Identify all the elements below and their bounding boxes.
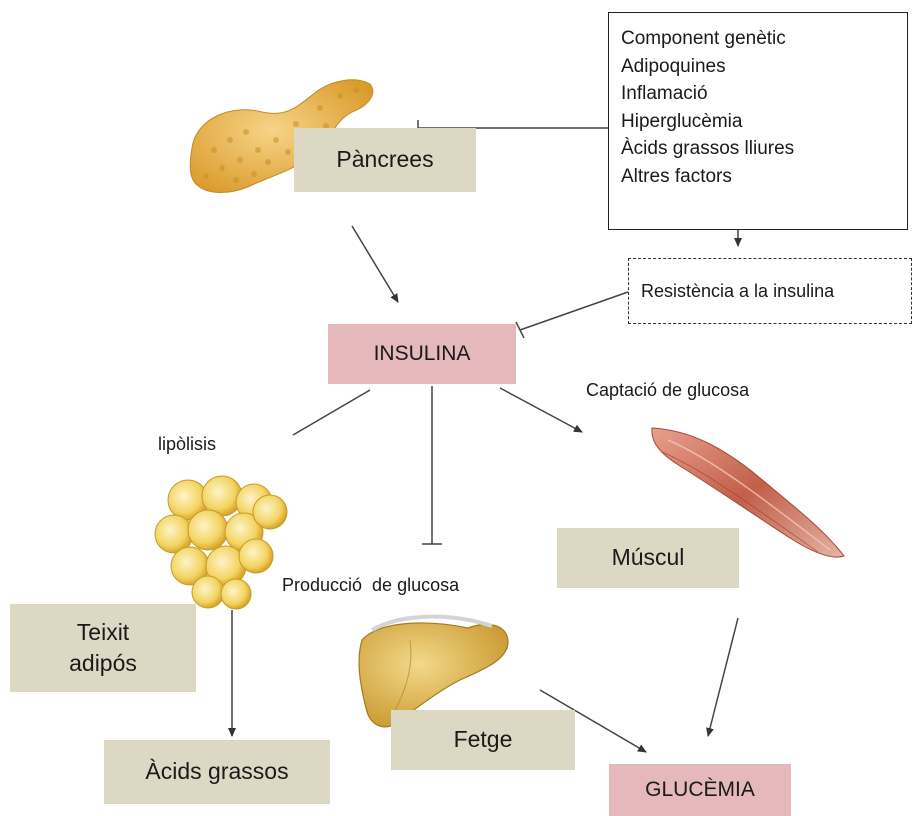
- factor-item: Àcids grassos lliures: [621, 135, 907, 163]
- factors-box: Component genètic Adipoquines Inflamació…: [608, 12, 908, 230]
- teixit-adipos-node: Teixit adipós: [10, 604, 196, 692]
- adipose-tissue-illustration: [155, 476, 287, 609]
- glucemia-node: GLUCÈMIA: [609, 764, 791, 816]
- captacio-glucosa-label: Captació de glucosa: [586, 380, 749, 401]
- factor-item: Component genètic: [621, 25, 907, 53]
- muscul-node: Múscul: [557, 528, 739, 588]
- produccio-glucosa-label: Producció de glucosa: [282, 575, 459, 596]
- lipolisis-label: lipòlisis: [158, 434, 216, 455]
- insulin-resistance-box: Resistència a la insulina: [628, 258, 912, 324]
- pancrees-node: Pàncrees: [294, 128, 476, 192]
- factor-item: Adipoquines: [621, 53, 907, 81]
- fetge-node: Fetge: [391, 710, 575, 770]
- factor-item: Altres factors: [621, 163, 907, 191]
- insulina-node: INSULINA: [328, 324, 516, 384]
- acids-grassos-node: Àcids grassos: [104, 740, 330, 804]
- factor-item: Inflamació: [621, 80, 907, 108]
- factor-item: Hiperglucèmia: [621, 108, 907, 136]
